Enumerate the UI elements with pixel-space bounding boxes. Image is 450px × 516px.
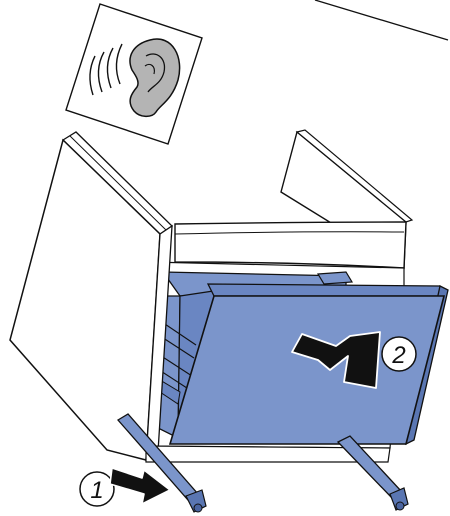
step-2-number: 2 [391, 342, 405, 369]
background-edge-line [315, 0, 448, 40]
step-2-marker: 2 [382, 337, 416, 371]
top-rail [318, 272, 352, 284]
cabinet-top-edge [175, 222, 406, 268]
listen-hint-box [66, 4, 202, 144]
cabinet-left-panel [10, 132, 172, 460]
arrow-down-right-icon [110, 468, 170, 504]
step-1-marker: 1 [80, 472, 114, 506]
step-1-number: 1 [90, 477, 103, 504]
